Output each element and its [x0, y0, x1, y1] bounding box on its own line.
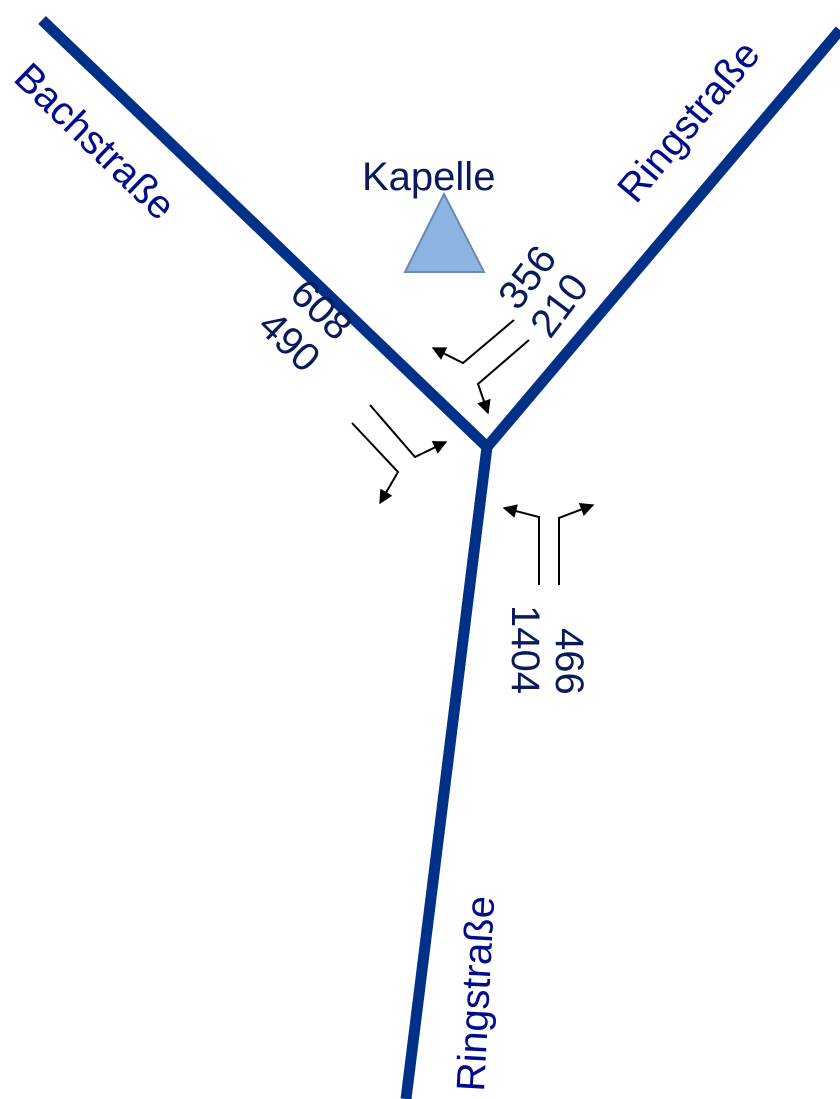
landmark-label: Kapelle	[362, 155, 495, 199]
count-ringstrasse-s-1: 466	[547, 628, 591, 695]
arrow-ringstrasse-ne-right	[431, 319, 515, 365]
arrow-ringstrasse-s-left	[502, 504, 540, 585]
arrow-bachstrasse-right	[351, 422, 400, 505]
road-bachstrasse	[38, 16, 491, 451]
road-label-ringstrasse-northeast: Ringstraße	[609, 33, 768, 211]
arrow-ringstrasse-ne-left	[476, 339, 530, 415]
triangle-icon	[403, 191, 486, 273]
road-ringstrasse-south	[400, 446, 493, 1099]
road-ringstrasse-northeast	[482, 26, 840, 451]
arrow-bachstrasse-left	[369, 404, 448, 459]
road-label-bachstrasse: Bachstraße	[6, 55, 184, 229]
arrow-ringstrasse-s-right	[558, 502, 595, 585]
count-ringstrasse-s-2: 1404	[503, 605, 547, 694]
road-label-ringstrasse-south: Ringstraße	[449, 895, 503, 1093]
